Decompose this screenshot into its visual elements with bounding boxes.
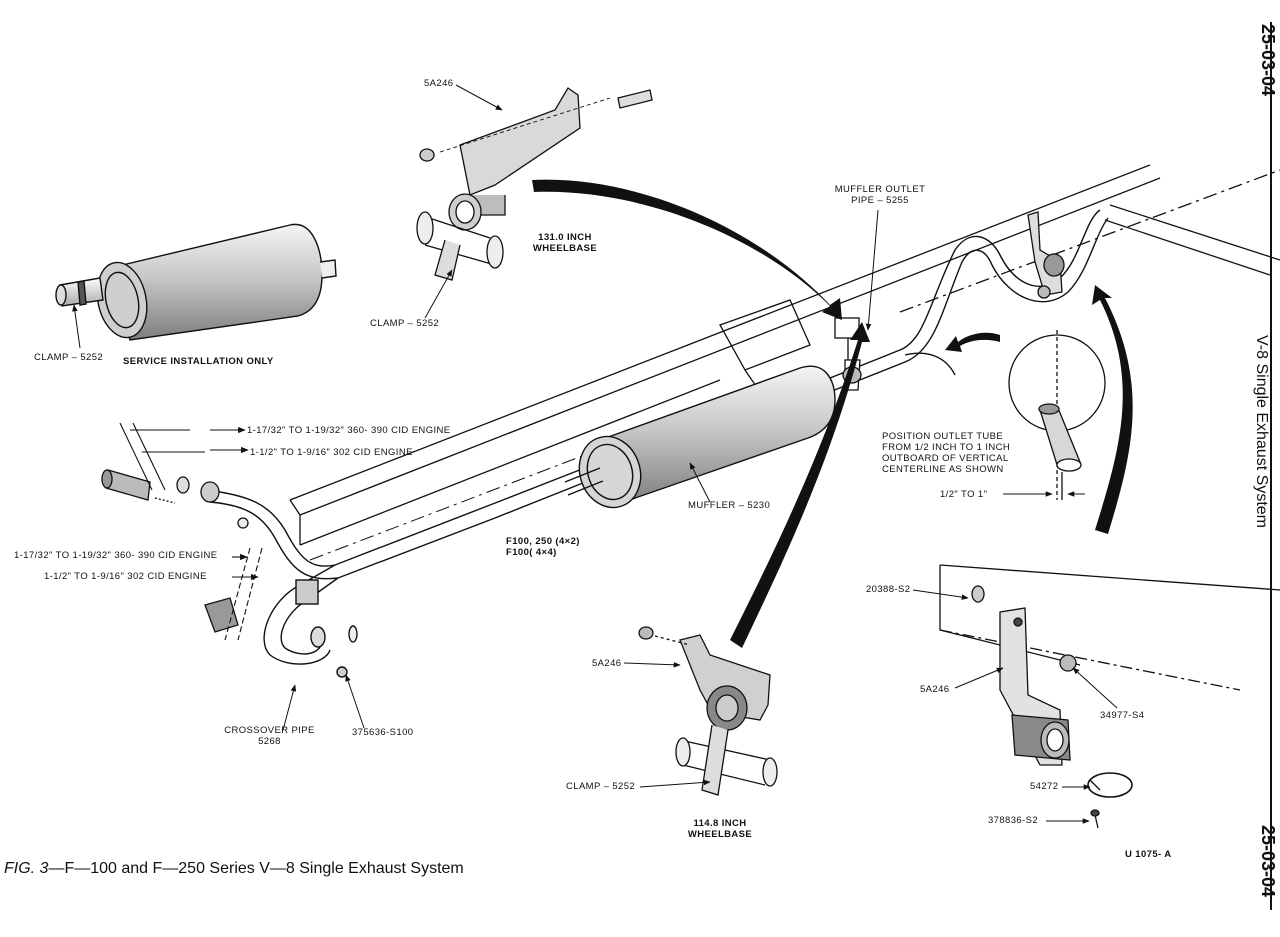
position-line4: CENTERLINE AS SHOWN — [882, 464, 1004, 475]
dim-360-lower-label: 1-17/32" TO 1-19/32" 360- 390 CID ENGINE — [14, 550, 218, 561]
dimension-lines — [119, 422, 263, 641]
figure-number: FIG. 3 — [4, 860, 49, 877]
muffler-outlet-line2: PIPE – 5255 — [851, 195, 909, 206]
figure-title: —F—100 and F—250 Series V—8 Single Exhau… — [48, 860, 464, 877]
frame-rail — [289, 164, 1280, 561]
bracket-right-label: 5A246 — [920, 684, 950, 695]
clamp-service-label: CLAMP – 5252 — [34, 352, 104, 363]
clamp-top-label: CLAMP – 5252 — [370, 318, 440, 329]
dim-302-lower-label: 1-1/2" TO 1-9/16" 302 CID ENGINE — [44, 571, 207, 582]
muffler-label: MUFFLER – 5230 — [688, 500, 771, 511]
wheelbase-114-line2: WHEELBASE — [687, 829, 753, 840]
models-line2: F100( 4×4) — [506, 547, 557, 558]
half-to-one-label: 1/2" TO 1" — [940, 489, 988, 500]
wheelbase-131-label: 131.0 INCH WHEELBASE — [520, 232, 610, 254]
bracket-mid-label: 5A246 — [592, 658, 622, 669]
right-bracket-assembly — [939, 564, 1280, 829]
wheelbase-131-line2: WHEELBASE — [532, 243, 598, 254]
muffler-outlet-label: MUFFLER OUTLET PIPE – 5255 — [830, 184, 930, 206]
crossover-pipe — [263, 564, 358, 678]
outlet-position-detail — [1008, 330, 1106, 500]
callout-arrows — [532, 179, 1133, 648]
top-right-hanger — [1027, 211, 1065, 299]
wheelbase-114-line1: 114.8 INCH — [693, 818, 747, 829]
dim-302-upper-label: 1-1/2" TO 1-9/16" 302 CID ENGINE — [250, 447, 413, 458]
crossover-line1: CROSSOVER PIPE — [224, 725, 315, 736]
models-label: F100, 250 (4×2) F100( 4×4) — [506, 536, 580, 558]
bolt-375636-label: 375636-S100 — [352, 727, 414, 738]
mid-bracket-assembly — [638, 626, 778, 796]
crossover-line2: 5268 — [258, 736, 281, 747]
leader-lines — [72, 84, 1118, 824]
exhaust-pipe — [204, 209, 1109, 580]
left-inlet-parts — [101, 469, 249, 633]
section-title: V-8 Single Exhaust System — [1253, 335, 1270, 528]
nut-34977-label: 34977-S4 — [1100, 710, 1145, 721]
top-bracket-assembly — [416, 87, 653, 281]
screw-378836-label: 378836-S2 — [988, 815, 1039, 826]
wheelbase-114-label: 114.8 INCH WHEELBASE — [670, 818, 770, 840]
clamp-bottom-label: CLAMP – 5252 — [566, 781, 636, 792]
clamp-54272-label: 54272 — [1030, 781, 1059, 792]
muffler-outlet-line1: MUFFLER OUTLET — [834, 184, 926, 195]
crossover-pipe-label: CROSSOVER PIPE 5268 — [222, 725, 317, 747]
wheelbase-131-line1: 131.0 INCH — [538, 232, 592, 243]
main-muffler — [564, 365, 836, 509]
dim-360-upper-label: 1-17/32" TO 1-19/32" 360- 390 CID ENGINE — [247, 425, 451, 436]
figure-caption: FIG. 3—F—100 and F—250 Series V—8 Single… — [4, 860, 464, 878]
drawing-code: U 1075- A — [1125, 849, 1172, 860]
position-note: POSITION OUTLET TUBE FROM 1/2 INCH TO 1 … — [882, 431, 1010, 475]
page-number-bottom: 25-03-04 — [1258, 825, 1278, 898]
models-line1: F100, 250 (4×2) — [506, 536, 580, 547]
service-only-label: SERVICE INSTALLATION ONLY — [123, 356, 274, 367]
position-line1: POSITION OUTLET TUBE — [882, 431, 1004, 442]
bracket-top-label: 5A246 — [424, 78, 454, 89]
position-line2: FROM 1/2 INCH TO 1 INCH — [882, 442, 1011, 453]
margin-rule — [1270, 22, 1272, 910]
position-line3: OUTBOARD OF VERTICAL — [882, 453, 1009, 464]
bolt-20388-label: 20388-S2 — [866, 584, 911, 595]
service-muffler — [55, 223, 337, 341]
page-number-top: 25-03-04 — [1258, 24, 1278, 97]
